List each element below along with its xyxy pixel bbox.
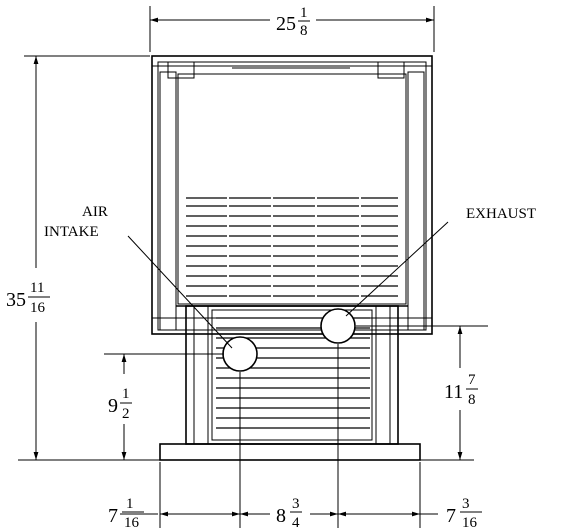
center-spacing-den: 4 bbox=[292, 515, 300, 531]
stove-cabinet bbox=[151, 55, 433, 335]
intake-height-dimension: 9 1 2 bbox=[104, 353, 224, 460]
right-offset-num: 3 bbox=[462, 496, 470, 512]
left-offset-whole: 7 bbox=[108, 505, 118, 527]
overall-height-num: 11 bbox=[30, 280, 44, 296]
overall-height-whole: 35 bbox=[6, 289, 26, 311]
center-spacing-num: 3 bbox=[292, 496, 300, 512]
exhaust-height-dimension: 11 7 8 bbox=[356, 325, 488, 461]
bottom-dimensions: 7 1 16 8 3 4 7 3 16 bbox=[108, 344, 482, 531]
exhaust-label: EXHAUST bbox=[466, 206, 536, 222]
exhaust-height-num: 7 bbox=[468, 372, 476, 388]
top-width-den: 8 bbox=[300, 23, 308, 39]
upper-grille bbox=[186, 194, 398, 300]
top-width-dimension: 25 1 8 bbox=[149, 5, 435, 52]
air-intake-label-line1: AIR bbox=[82, 204, 108, 220]
top-width-num: 1 bbox=[300, 5, 308, 21]
air-intake-port bbox=[222, 336, 258, 372]
overall-height-dimension: 35 11 16 bbox=[6, 55, 160, 461]
exhaust-height-whole: 11 bbox=[444, 381, 463, 403]
stove-pedestal bbox=[159, 305, 421, 461]
intake-height-whole: 9 bbox=[108, 395, 118, 417]
air-intake-leader bbox=[127, 235, 233, 349]
air-intake-label-line2: INTAKE bbox=[44, 224, 99, 240]
left-offset-num: 1 bbox=[126, 496, 134, 512]
exhaust-height-den: 8 bbox=[468, 392, 476, 408]
overall-height-den: 16 bbox=[30, 300, 46, 316]
center-spacing-whole: 8 bbox=[276, 505, 286, 527]
exhaust-port bbox=[320, 308, 356, 344]
top-width-whole: 25 bbox=[276, 13, 296, 35]
exhaust-leader bbox=[345, 221, 449, 317]
intake-height-num: 1 bbox=[122, 386, 130, 402]
left-offset-den: 16 bbox=[124, 515, 140, 531]
intake-height-den: 2 bbox=[122, 406, 130, 422]
right-offset-whole: 7 bbox=[446, 505, 456, 527]
right-offset-den: 16 bbox=[462, 515, 478, 531]
